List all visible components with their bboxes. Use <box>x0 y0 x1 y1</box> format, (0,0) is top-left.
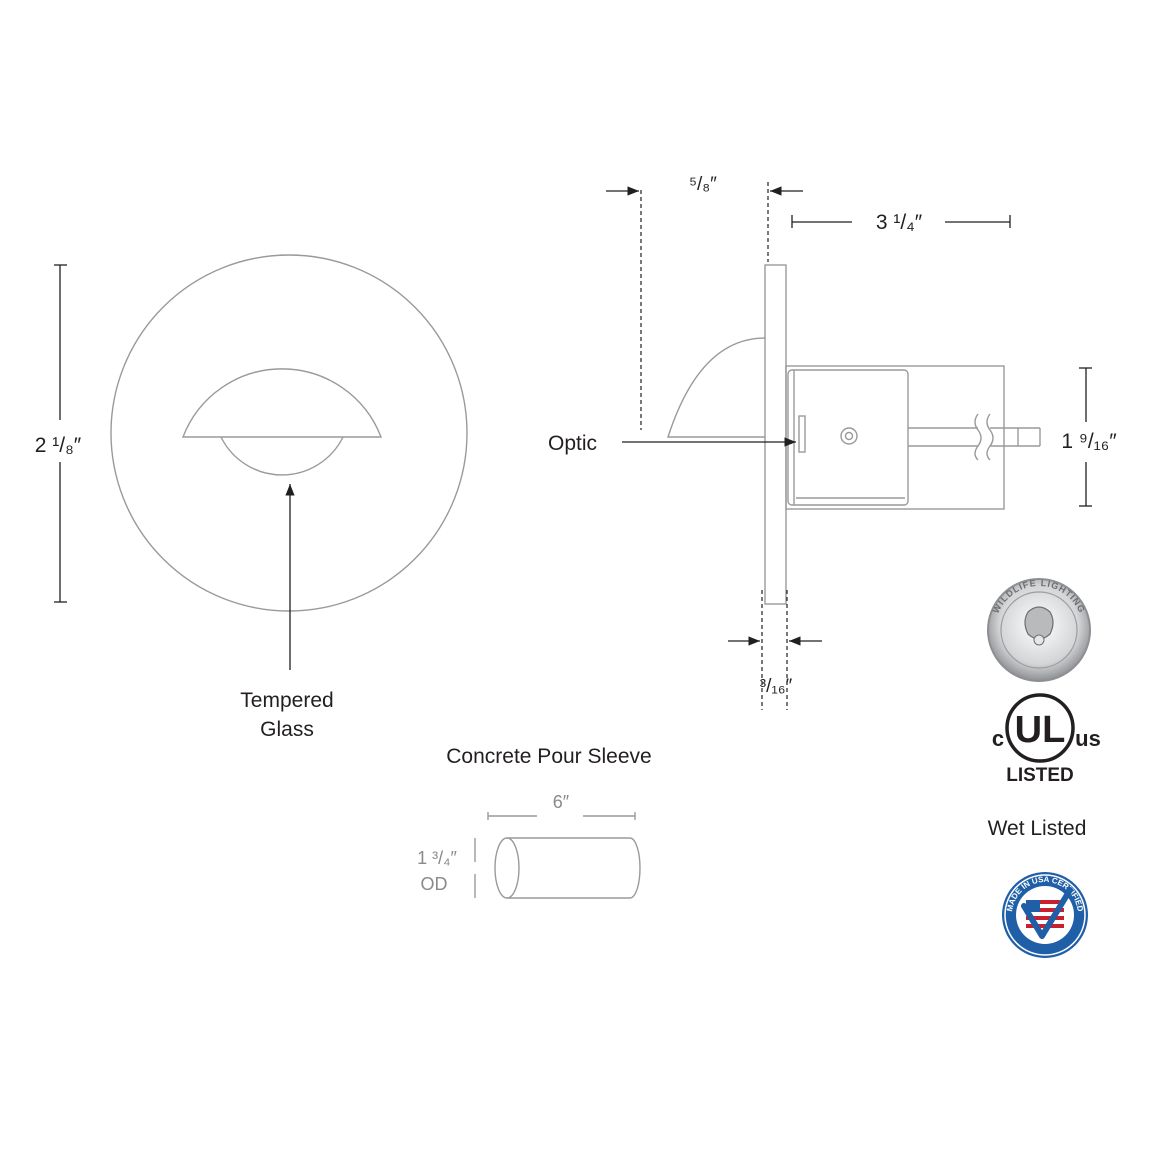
glass-callout-line1: Tempered <box>240 689 333 712</box>
lead-wires <box>908 413 1041 461</box>
eyelid-hood <box>181 368 383 438</box>
sleeve-tube <box>494 837 641 899</box>
front-view: 2 ¹/₈″ Tempered Glass <box>35 254 468 741</box>
made-in-usa-badge: MADE IN USA CERTIFIED <box>1002 872 1088 958</box>
optic-callout: Optic <box>548 432 796 455</box>
height-dimension: 2 ¹/₈″ <box>35 264 82 603</box>
ul-c-mark: c <box>992 726 1004 751</box>
wildlife-lighting-badge: WILDLIFE LIGHTING <box>987 578 1091 682</box>
sleeve-diameter-label: 1 ³/₄″ <box>417 848 457 868</box>
ul-listed-label: LISTED <box>1006 765 1074 786</box>
side-housing <box>785 365 1005 510</box>
dim-plate: ³/₁₆″ <box>728 636 822 697</box>
wet-listed-label: Wet Listed <box>988 817 1087 840</box>
dim-depth: 3 ¹/₄″ <box>791 211 1011 234</box>
optic-label: Optic <box>548 432 597 455</box>
dim-five-eighths-label: ⁵/₈″ <box>689 174 717 195</box>
sleeve-length-dim: 6″ <box>487 792 636 820</box>
side-hood <box>667 337 766 438</box>
checkmark-icon <box>1021 887 1073 939</box>
faceplate-outline <box>110 254 468 612</box>
ul-mark: UL <box>1015 709 1066 751</box>
sleeve-diameter-dim: 1 ³/₄″ OD <box>417 838 476 898</box>
side-faceplate <box>764 264 787 605</box>
dim-five-eighths: ⁵/₈″ <box>606 174 803 196</box>
glass-callout: Tempered Glass <box>240 484 334 741</box>
concrete-sleeve: Concrete Pour Sleeve 6″ 1 ³/₄″ OD <box>417 745 652 899</box>
dim-depth-label: 3 ¹/₄″ <box>876 211 923 234</box>
dim-housing: 1 ⁹/₁₆″ <box>1061 367 1117 507</box>
ul-us-mark: us <box>1075 726 1101 751</box>
optic-part <box>798 415 806 453</box>
ul-listed-badge: UL c us LISTED <box>992 693 1101 786</box>
sleeve-length-label: 6″ <box>553 792 570 812</box>
tempered-glass-lens <box>220 436 344 476</box>
turtle-icon <box>1024 606 1054 640</box>
height-dim-label: 2 ¹/₈″ <box>35 434 82 457</box>
sleeve-od-label: OD <box>421 874 448 894</box>
glass-callout-line2: Glass <box>260 718 314 741</box>
dim-housing-label: 1 ⁹/₁₆″ <box>1061 430 1117 453</box>
dim-plate-label: ³/₁₆″ <box>760 676 793 697</box>
sleeve-title: Concrete Pour Sleeve <box>446 745 651 768</box>
side-view: ⁵/₈″ 3 ¹/₄″ 1 ⁹/₁₆″ ³/₁₆″ Optic <box>548 174 1117 710</box>
set-screw <box>840 427 858 445</box>
side-can <box>787 369 909 506</box>
